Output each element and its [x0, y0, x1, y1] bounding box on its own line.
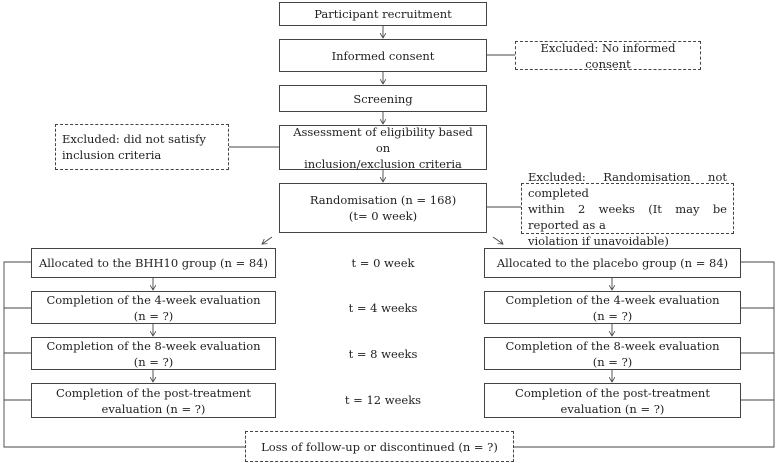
excluded-inclusion-line-2: inclusion criteria: [62, 148, 162, 162]
randomisation-line-2: (t= 0 week): [348, 209, 418, 223]
placebo-post-line-1: Completion of the post-treatment: [515, 385, 710, 400]
bhh10-week8-box: Completion of the 8-week evaluation (n =…: [31, 337, 276, 370]
bhh10-week8-line-1: Completion of the 8-week evaluation: [46, 338, 261, 353]
placebo-week8-line-1: Completion of the 8-week evaluation: [505, 338, 720, 353]
excluded-randomisation-line-1: Excluded: Randomisation not completed: [528, 169, 727, 200]
placebo-allocated-box: Allocated to the placebo group (n = 84): [484, 248, 741, 278]
placebo-post-line-2: evaluation (n = ?): [560, 401, 665, 416]
eligibility-line-1: Assessment of eligibility based on: [293, 124, 473, 155]
eligibility-line-2: inclusion/exclusion criteria: [304, 156, 462, 171]
excluded-consent-box: Excluded: No informed consent: [515, 40, 701, 71]
bhh10-post-box: Completion of the post-treatment evaluat…: [31, 383, 276, 418]
excluded-inclusion-line-1: Excluded: did not satisfy: [62, 132, 206, 146]
line-right-loss-bracket: [514, 261, 775, 448]
loss-followup-box: Loss of follow-up or discontinued (n = ?…: [245, 431, 514, 462]
eligibility-box: Assessment of eligibility based on inclu…: [279, 124, 487, 171]
excluded-consent-label: Excluded: No informed consent: [540, 40, 676, 71]
excluded-randomisation-box: Excluded: Randomisation not completed wi…: [521, 170, 734, 248]
arrow-randomisation-right: [492, 236, 503, 244]
consent-label: Informed consent: [331, 48, 435, 63]
bhh10-week8-line-2: (n = ?): [133, 354, 174, 369]
bhh10-week4-line-1: Completion of the 4-week evaluation: [46, 292, 261, 307]
placebo-week4-line-2: (n = ?): [592, 308, 633, 323]
bhh10-allocated-box: Allocated to the BHH10 group (n = 84): [31, 248, 276, 278]
bhh10-week4-line-2: (n = ?): [133, 308, 174, 323]
placebo-week4-line-1: Completion of the 4-week evaluation: [505, 292, 720, 307]
timepoint-0: t = 0 week: [351, 256, 415, 270]
bhh10-post-line-2: evaluation (n = ?): [101, 401, 206, 416]
randomisation-box: Randomisation (n = 168) (t= 0 week): [279, 183, 487, 233]
placebo-week8-line-2: (n = ?): [592, 354, 633, 369]
loss-followup-label: Loss of follow-up or discontinued (n = ?…: [261, 439, 498, 454]
placebo-week8-box: Completion of the 8-week evaluation (n =…: [484, 337, 741, 370]
consent-box: Informed consent: [279, 39, 487, 72]
recruitment-box: Participant recruitment: [279, 2, 487, 26]
randomisation-line-1: Randomisation (n = 168): [309, 193, 457, 207]
bhh10-post-line-1: Completion of the post-treatment: [56, 385, 251, 400]
screening-label: Screening: [353, 91, 413, 106]
timepoint-12: t = 12 weeks: [344, 393, 422, 407]
screening-box: Screening: [279, 85, 487, 112]
arrow-randomisation-left: [262, 236, 273, 244]
placebo-week4-box: Completion of the 4-week evaluation (n =…: [484, 291, 741, 324]
timepoint-8: t = 8 weeks: [348, 347, 418, 361]
excluded-randomisation-line-2: within 2 weeks (It may be reported as a: [528, 201, 727, 232]
placebo-post-box: Completion of the post-treatment evaluat…: [484, 383, 741, 418]
excluded-randomisation-line-3: violation if unavoidable): [528, 233, 669, 248]
line-left-loss-bracket: [3, 261, 245, 448]
recruitment-label: Participant recruitment: [314, 7, 452, 21]
placebo-allocated-label: Allocated to the placebo group (n = 84): [496, 256, 729, 270]
timepoint-4: t = 4 weeks: [348, 301, 418, 315]
bhh10-allocated-label: Allocated to the BHH10 group (n = 84): [39, 256, 268, 270]
bhh10-week4-box: Completion of the 4-week evaluation (n =…: [31, 291, 276, 324]
excluded-inclusion-box: Excluded: did not satisfy inclusion crit…: [55, 124, 229, 170]
